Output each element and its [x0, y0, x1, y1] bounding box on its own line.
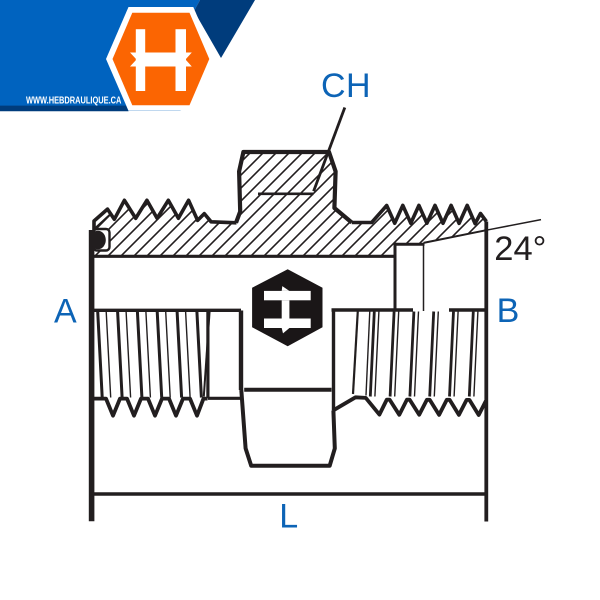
svg-text:CH: CH [321, 67, 371, 105]
svg-text:B: B [497, 292, 520, 330]
svg-text:WWW.HEBDRAULIQUE.CA: WWW.HEBDRAULIQUE.CA [26, 96, 122, 107]
svg-text:24°: 24° [494, 230, 546, 268]
svg-text:L: L [279, 498, 298, 536]
svg-text:A: A [54, 293, 77, 331]
